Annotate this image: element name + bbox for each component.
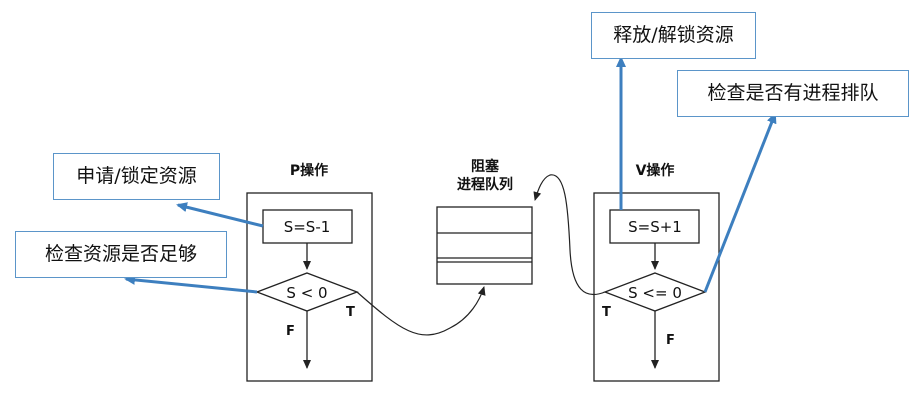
v-operation-frame — [593, 192, 720, 382]
v-condition-text: S <= 0 — [628, 284, 682, 302]
p-step-text: S=S-1 — [284, 218, 331, 236]
queue-title: 阻塞 进程队列 — [440, 159, 530, 194]
p-true-label: T — [346, 305, 355, 320]
v-step-text: S=S+1 — [628, 218, 682, 236]
p-to-queue-connector — [356, 286, 486, 336]
p-operation-title: P操作 — [289, 163, 329, 179]
blocking-queue-box — [436, 206, 533, 285]
v-false-label: F — [666, 333, 675, 348]
p-operation-frame — [246, 192, 373, 382]
p-condition-text: S < 0 — [286, 284, 327, 302]
v-step-box — [609, 209, 700, 244]
check-queue-callout: 检查是否有进程排队 — [677, 70, 909, 117]
queue-title-line2: 进程队列 — [457, 176, 513, 193]
v-operation-title: V操作 — [635, 163, 675, 179]
release-unlock-callout: 释放/解锁资源 — [591, 12, 756, 59]
check-sufficient-callout: 检查资源是否足够 — [15, 231, 227, 278]
v-to-queue-connector — [533, 174, 606, 296]
acquire-lock-callout: 申请/锁定资源 — [53, 153, 220, 200]
acquire-callout-arrow — [176, 202, 264, 228]
v-true-label: T — [602, 305, 611, 320]
check-sufficient-callout-arrow — [124, 274, 258, 294]
p-false-label: F — [286, 324, 295, 339]
check-queue-callout-arrow — [703, 112, 777, 293]
queue-title-line1: 阻塞 — [471, 159, 499, 175]
